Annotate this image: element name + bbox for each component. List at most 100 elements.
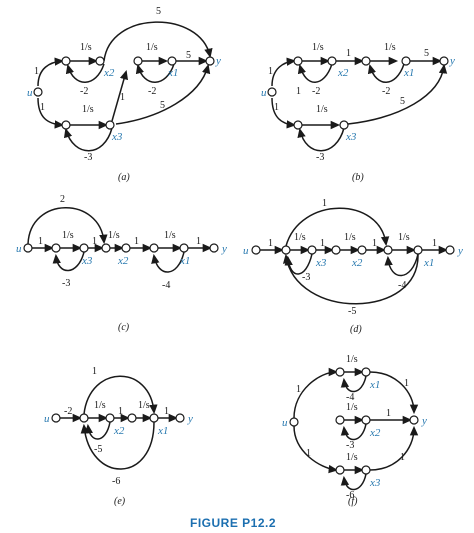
branch-a-x3-x2 — [111, 69, 129, 122]
gain-b-3: 1 — [346, 48, 351, 59]
branch-c-arc-2 — [27, 207, 108, 245]
label-e-x2: x2 — [113, 425, 125, 437]
label-b-x1: x1 — [403, 67, 414, 79]
gain-d-11: -5 — [348, 306, 356, 317]
node-d-x1 — [413, 245, 423, 255]
loop-b-1 — [297, 63, 333, 83]
node-d-5 — [383, 245, 393, 255]
gain-f-2: -4 — [346, 392, 354, 403]
panel-e: u x2 x1 y 1 -2 1/s 1 1/s 1 -5 -6 (e) — [44, 366, 193, 507]
loop-d-x1 — [384, 253, 419, 277]
gain-f-3: 1/s — [346, 402, 358, 413]
node-a-3 — [133, 56, 143, 66]
gain-d-2: 1 — [268, 238, 273, 249]
label-b-x3: x3 — [345, 131, 357, 143]
loop-c-x1 — [151, 251, 185, 273]
label-d-u: u — [243, 245, 249, 257]
gain-d-9: -3 — [302, 272, 310, 283]
label-e-u: u — [44, 413, 50, 425]
gain-c-7: 1/s — [164, 230, 176, 241]
gain-e-5: 1/s — [138, 400, 150, 411]
node-c-x2 — [121, 243, 131, 253]
node-e-x2 — [105, 413, 115, 423]
gain-a-3: 1/s — [146, 42, 158, 53]
loop-b-bottom — [297, 127, 345, 152]
gain-a-5: 5 — [156, 6, 161, 17]
gain-d-4: 1 — [320, 238, 325, 249]
panel-b: u x2 x1 y x3 1 1/s 1 1/s 5 -2 -2 1 1/s 5… — [261, 42, 455, 183]
node-a-x2 — [95, 56, 105, 66]
gain-a-10: 5 — [160, 100, 165, 111]
node-c-y — [209, 243, 219, 253]
gain-b-4: 1/s — [384, 42, 396, 53]
label-d-x3: x3 — [315, 257, 327, 269]
branch-f-bot-y — [369, 425, 419, 471]
gain-b-12: 1 — [296, 86, 301, 97]
panel-d: u x3 x2 x1 y 1 1 1/s 1 1/s 1 1/s 1 -3 -4… — [243, 198, 463, 335]
gain-a-4: 5 — [186, 50, 191, 61]
label-e-y: y — [187, 413, 193, 425]
node-d-3 — [331, 245, 341, 255]
figure-title: FIGURE P12.2 — [190, 516, 276, 530]
node-b-x2 — [327, 56, 337, 66]
node-f-u — [289, 417, 299, 427]
gain-c-2: 1 — [38, 236, 43, 247]
gain-f-1: 1/s — [346, 354, 358, 365]
node-b-x3 — [339, 120, 349, 130]
label-b-y: y — [449, 55, 455, 67]
label-a-x3: x3 — [111, 131, 123, 143]
gain-d-10: -4 — [398, 280, 406, 291]
node-f-y — [409, 415, 419, 425]
gain-a-1: 1 — [34, 66, 39, 77]
caption-c: (c) — [118, 322, 130, 333]
loop-a-top — [65, 63, 105, 83]
panel-c: u x3 x2 x1 y 2 1 1/s 1 1/s 1 1/s 1 -3 -4… — [16, 194, 227, 333]
node-c-1 — [51, 243, 61, 253]
node-f-t1 — [335, 367, 345, 377]
loop-e-big — [80, 421, 155, 470]
gain-c-3: 1/s — [62, 230, 74, 241]
caption-d: (d) — [350, 324, 362, 335]
node-d-y — [445, 245, 455, 255]
label-e-x1: x1 — [157, 425, 168, 437]
label-a-u: u — [27, 87, 33, 99]
gain-a-6: -2 — [80, 86, 88, 97]
gain-e-3: 1/s — [94, 400, 106, 411]
node-a-x1 — [167, 56, 177, 66]
loop-f-x2 — [340, 423, 367, 441]
branch-d-arc-1 — [285, 207, 390, 247]
branch-e-arc-1 — [83, 375, 158, 415]
node-c-5 — [149, 243, 159, 253]
node-b-y — [439, 56, 449, 66]
gain-d-1: 1 — [322, 198, 327, 209]
gain-b-6: -2 — [312, 86, 320, 97]
node-c-x3 — [79, 243, 89, 253]
label-c-x1: x1 — [179, 255, 190, 267]
loop-a-x1 — [135, 63, 175, 83]
panel-f: u x1 x2 x3 y 1/s -4 1/s 1 -3 1/s -6 1 1 … — [282, 354, 427, 507]
node-f-m1 — [335, 415, 345, 425]
label-a-x1: x1 — [167, 67, 178, 79]
gain-b-8: 1 — [274, 102, 279, 113]
node-f-x1 — [361, 367, 371, 377]
branch-a-x3-y — [115, 63, 211, 125]
branch-a-arc-5 — [103, 21, 213, 62]
gain-a-11: -3 — [84, 152, 92, 163]
label-c-u: u — [16, 243, 22, 255]
node-b-5 — [293, 120, 303, 130]
branch-a-u-top — [37, 57, 65, 87]
loop-b-2 — [367, 63, 405, 83]
gain-b-11: -3 — [316, 152, 324, 163]
gain-d-3: 1/s — [294, 232, 306, 243]
node-d-x3 — [307, 245, 317, 255]
label-d-x2: x2 — [351, 257, 363, 269]
node-d-1 — [281, 245, 291, 255]
gain-f-4: 1 — [386, 408, 391, 419]
gain-e-2: -2 — [64, 406, 72, 417]
caption-b: (b) — [352, 172, 364, 183]
gain-f-8: 1 — [296, 384, 301, 395]
loop-f-x3 — [340, 473, 367, 491]
label-c-x2: x2 — [117, 255, 129, 267]
label-f-x2: x2 — [369, 427, 381, 439]
branch-f-u-top — [293, 367, 339, 419]
